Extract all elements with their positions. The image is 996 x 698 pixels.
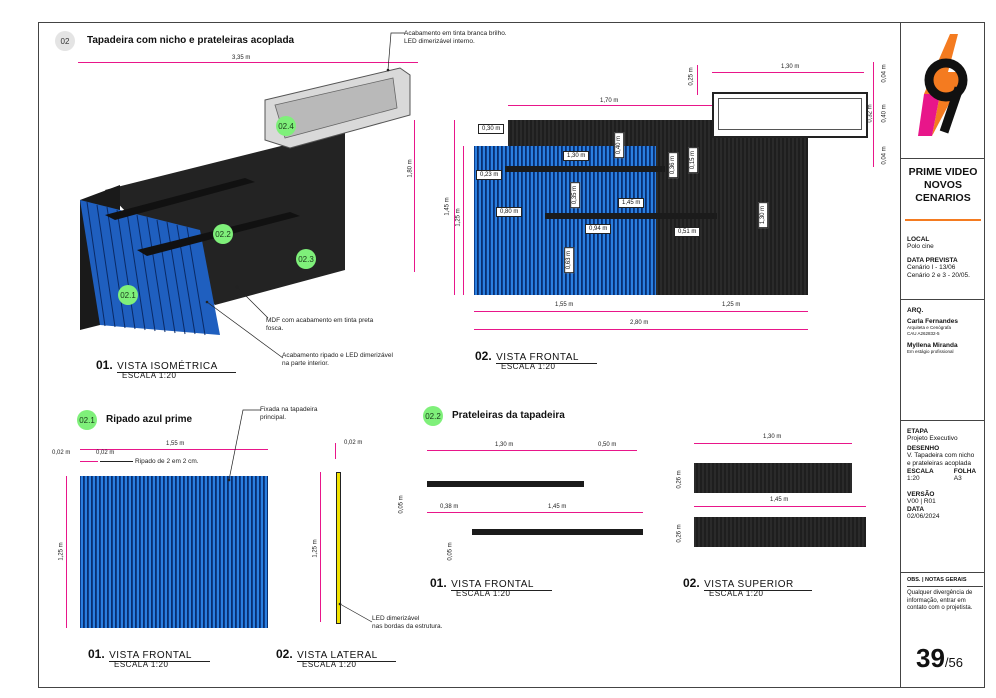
dim-top-026a: 0,26 m <box>676 470 683 489</box>
shelf-upper <box>105 178 255 220</box>
shelf-front-upper <box>427 481 584 487</box>
ripado-front-panel <box>80 476 268 628</box>
note-mdf: MDF com acabamento em tinta preta fosca. <box>266 317 374 332</box>
note-led-edges: LED dimerizável nas bordas da estrutura. <box>372 615 443 630</box>
view-title-ripado-front: 01. VISTA FRONTAL ESCALA 1:20 <box>88 645 210 669</box>
dim-front-130-top: 1,30 m <box>781 64 800 70</box>
dim-front-032: 0,32 m <box>867 104 874 123</box>
leader-ripado <box>205 300 284 359</box>
section-badge: 02 <box>55 31 75 51</box>
dim-front-063: 0,63 m <box>564 246 575 274</box>
dim-front-080: 0,80 m <box>496 207 523 217</box>
dim-line-iso-height <box>414 120 415 272</box>
view-title-front: 02. VISTA FRONTAL ESCALA 1:20 <box>475 347 597 371</box>
back-panel <box>105 130 345 305</box>
dim-side-002: 0,02 m <box>344 440 363 446</box>
dim-shelf-038: 0,38 m <box>440 504 459 510</box>
dim-line-iso-width <box>78 62 418 63</box>
dim-top-145: 1,45 m <box>770 497 789 503</box>
page-number: 39/56 <box>916 643 963 673</box>
shelf-top-upper <box>694 463 852 493</box>
dim-front-035: 0,35 m <box>570 181 581 209</box>
ripado-side-panel <box>336 472 341 624</box>
note-niche-finish: Acabamento em tinta branca brilho. LED d… <box>404 30 507 45</box>
dim-top-026b: 0,26 m <box>676 524 683 543</box>
dim-front-030: 0,30 m <box>478 124 505 134</box>
dim-front-094: 0,94 m <box>585 224 612 234</box>
badge-02-4: 02.4 <box>276 116 296 136</box>
dim-front-145: 1,45 m <box>618 198 645 208</box>
section-title-02-1: Ripado azul prime <box>106 414 193 425</box>
dim-ripado-155: 1,55 m <box>166 441 185 447</box>
note-ripado-spacing: Ripado de 2 em 2 cm. <box>135 458 199 465</box>
dim-front-280: 2,80 m <box>630 320 649 326</box>
note-fixation: Fixada na tapadeira principal. <box>260 406 318 421</box>
dim-front-125h: 1,25 m <box>722 302 741 308</box>
dim-iso-width: 3,35 m <box>232 55 251 61</box>
dim-front-155: 1,55 m <box>555 302 574 308</box>
leader-mdf <box>235 285 269 319</box>
badge-02-1: 02.1 <box>118 285 138 305</box>
shelf-front-lower <box>472 529 643 535</box>
leader-fixation <box>227 409 261 482</box>
section-badge-02-2: 02.2 <box>423 406 443 426</box>
dim-ripado-125: 1,25 m <box>58 542 65 561</box>
view-title-ripado-side: 02. VISTA LATERAL ESCALA 1:20 <box>276 645 396 669</box>
dim-front-125v: 1,25 m <box>455 208 462 227</box>
dim-shelf-005b: 0,05 m <box>447 542 454 561</box>
dim-front-004a: 0,04 m <box>881 64 888 83</box>
badge-02-3: 02.3 <box>296 249 316 269</box>
dim-top-130: 1,30 m <box>763 434 782 440</box>
dim-side-125: 1,25 m <box>312 539 319 558</box>
dim-front-015: 0,15 m <box>688 146 699 174</box>
accent-bar <box>905 219 981 221</box>
dim-shelf-145: 1,45 m <box>548 504 567 510</box>
dim-front-040s: 0,40 m <box>614 131 625 159</box>
view-title-shelf-front: 01. VISTA FRONTAL ESCALA 1:20 <box>430 574 552 598</box>
shelf-top-lower <box>694 517 866 547</box>
view-title-isometric: 01. VISTA ISOMÉTRICA ESCALA 1:20 <box>96 356 236 380</box>
titleblock-separator <box>900 22 901 688</box>
dim-ripado-002b: 0,02 m <box>96 450 115 456</box>
dim-front-145v: 1,45 m <box>444 197 451 216</box>
dim-ripado-002a: 0,02 m <box>52 450 71 456</box>
dim-front-023: 0,23 m <box>476 170 503 180</box>
tb-local: LOCAL Polo cine DATA PREVISTA Cenário I … <box>907 236 970 279</box>
section-badge-02-1: 02.1 <box>77 410 97 430</box>
view-title-shelf-top: 02. VISTA SUPERIOR ESCALA 1:20 <box>683 574 812 598</box>
dim-front-130v: 1,30 m <box>758 201 769 229</box>
front-niche <box>712 92 868 138</box>
ripado-panel <box>80 200 220 335</box>
note-ripado: Acabamento ripado e LED dimerizável na p… <box>282 352 393 367</box>
dim-front-051: 0,51 m <box>674 227 701 237</box>
dim-front-040: 0,40 m <box>881 104 888 123</box>
section-title-02-2: Prateleiras da tapadeira <box>452 410 565 421</box>
drawing-frame <box>38 22 985 688</box>
section-title: Tapadeira com nicho e prateleiras acopla… <box>87 35 295 46</box>
isometric-drawing <box>80 67 411 336</box>
dim-front-170: 1,70 m <box>600 98 619 104</box>
dim-front-004b: 0,04 m <box>881 146 888 165</box>
front-shelf-upper <box>505 166 665 172</box>
brand-logo <box>918 34 968 136</box>
tb-stage: ETAPA Projeto Executivo DESENHO V. Tapad… <box>907 428 977 520</box>
leader-niche <box>386 32 405 72</box>
dim-front-036: 0,36 m <box>668 151 679 179</box>
dim-front-130s: 1,30 m <box>563 151 590 161</box>
leader-led <box>338 602 373 623</box>
front-shelf-lower <box>545 213 717 219</box>
tb-notes: OBS. | NOTAS GERAIS Qualquer divergência… <box>907 577 983 613</box>
dim-shelf-005a: 0,05 m <box>398 495 405 514</box>
dim-front-025: 0,25 m <box>688 67 695 86</box>
dim-shelf-050: 0,50 m <box>598 442 617 448</box>
project-title: PRIME VIDEO NOVOS CENARIOS <box>908 166 978 204</box>
dim-shelf-130: 1,30 m <box>495 442 514 448</box>
tb-architects: ARQ. Carla Fernandes Arquiteta e Cenógra… <box>907 307 958 354</box>
badge-02-2: 02.2 <box>213 224 233 244</box>
